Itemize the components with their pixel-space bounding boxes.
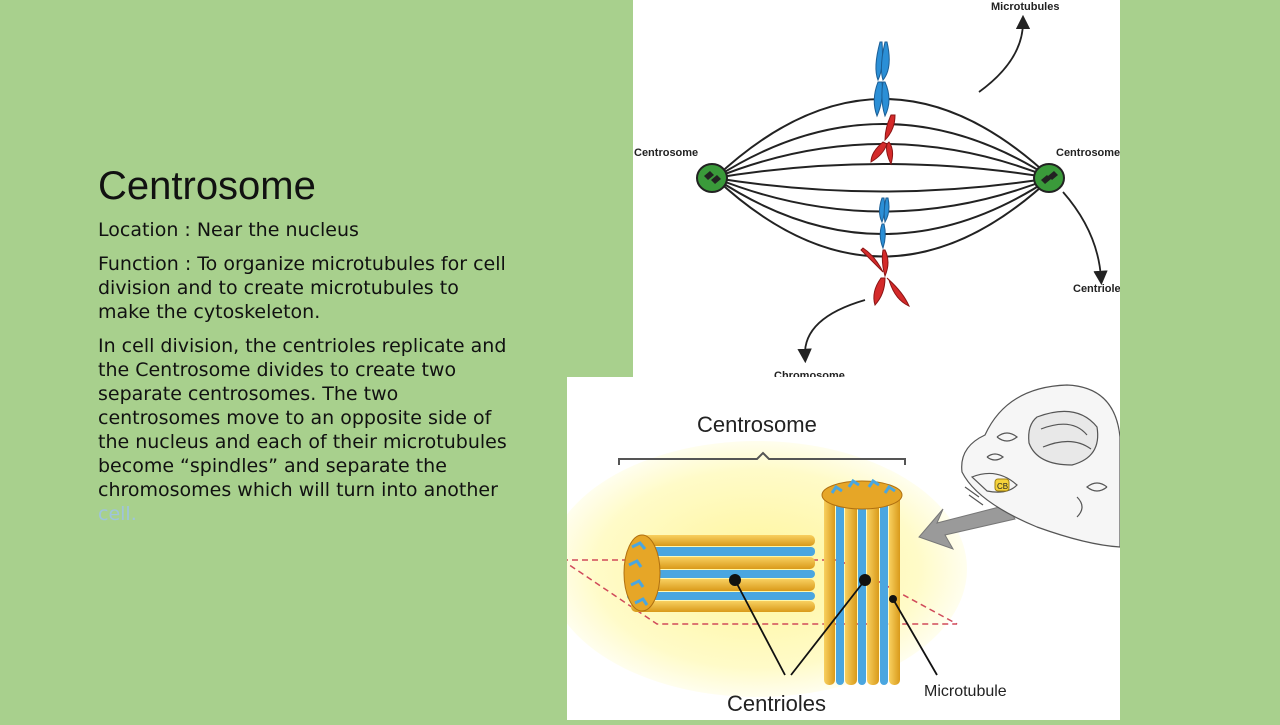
animal-cell-icon xyxy=(961,384,1121,548)
cell-centrosome-marker xyxy=(994,478,1010,492)
centrosome-left-icon xyxy=(696,163,728,193)
cell-link[interactable]: cell. xyxy=(98,503,137,525)
inset-text: CB xyxy=(997,482,1008,491)
label-centrosome-right: Centrosome xyxy=(1056,147,1120,159)
zoom-arrow-icon xyxy=(918,504,1016,550)
label-microtubule: Microtubule xyxy=(924,683,1007,700)
centriole-pointer-dot-1 xyxy=(729,574,741,586)
chromosome-red-upper-icon xyxy=(870,114,896,166)
centrosome-right-icon xyxy=(1033,163,1065,193)
label-centriole: Centriole xyxy=(1073,283,1120,295)
spindle-diagram-panel: Microtubules Centrosome Centrosome Centr… xyxy=(633,0,1121,392)
spindle-diagram: Microtubules Centrosome Centrosome Centr… xyxy=(634,1,1121,382)
centrioles-pointers xyxy=(734,579,938,676)
slide-body: Location : Near the nucleus Function : T… xyxy=(98,218,508,536)
slide-title: Centrosome xyxy=(98,164,316,208)
label-microtubules: Microtubules xyxy=(991,1,1059,13)
centriole-arrow-icon xyxy=(1062,191,1108,286)
label-centrosome-left: Centrosome xyxy=(634,147,698,159)
centriole-vertical xyxy=(821,478,903,685)
chromosome-blue-upper-icon xyxy=(873,41,890,118)
location-text: Location : Near the nucleus xyxy=(98,219,359,241)
function-text: Function : To organize microtubules for … xyxy=(98,253,506,323)
chromosome-arrow-icon xyxy=(797,299,866,364)
centrosome-diagram: Centrosome xyxy=(547,384,1121,716)
division-paragraph: In cell division, the centrioles replica… xyxy=(98,334,508,526)
label-centrioles: Centrioles xyxy=(727,691,826,716)
microtubules-arrow-icon xyxy=(978,14,1031,93)
microtubule-pointer-dot xyxy=(889,595,897,603)
division-text: In cell division, the centrioles replica… xyxy=(98,335,507,501)
centrosome-bracket xyxy=(618,451,906,465)
centrosome-diagram-panel: Centrosome xyxy=(547,377,1121,720)
centriole-horizontal xyxy=(623,534,815,612)
chromosome-blue-lower-icon xyxy=(879,197,890,250)
centriole-pointer-dot-2 xyxy=(859,574,871,586)
label-centrosome: Centrosome xyxy=(697,412,817,437)
chromosome-red-lower-icon xyxy=(860,247,910,307)
